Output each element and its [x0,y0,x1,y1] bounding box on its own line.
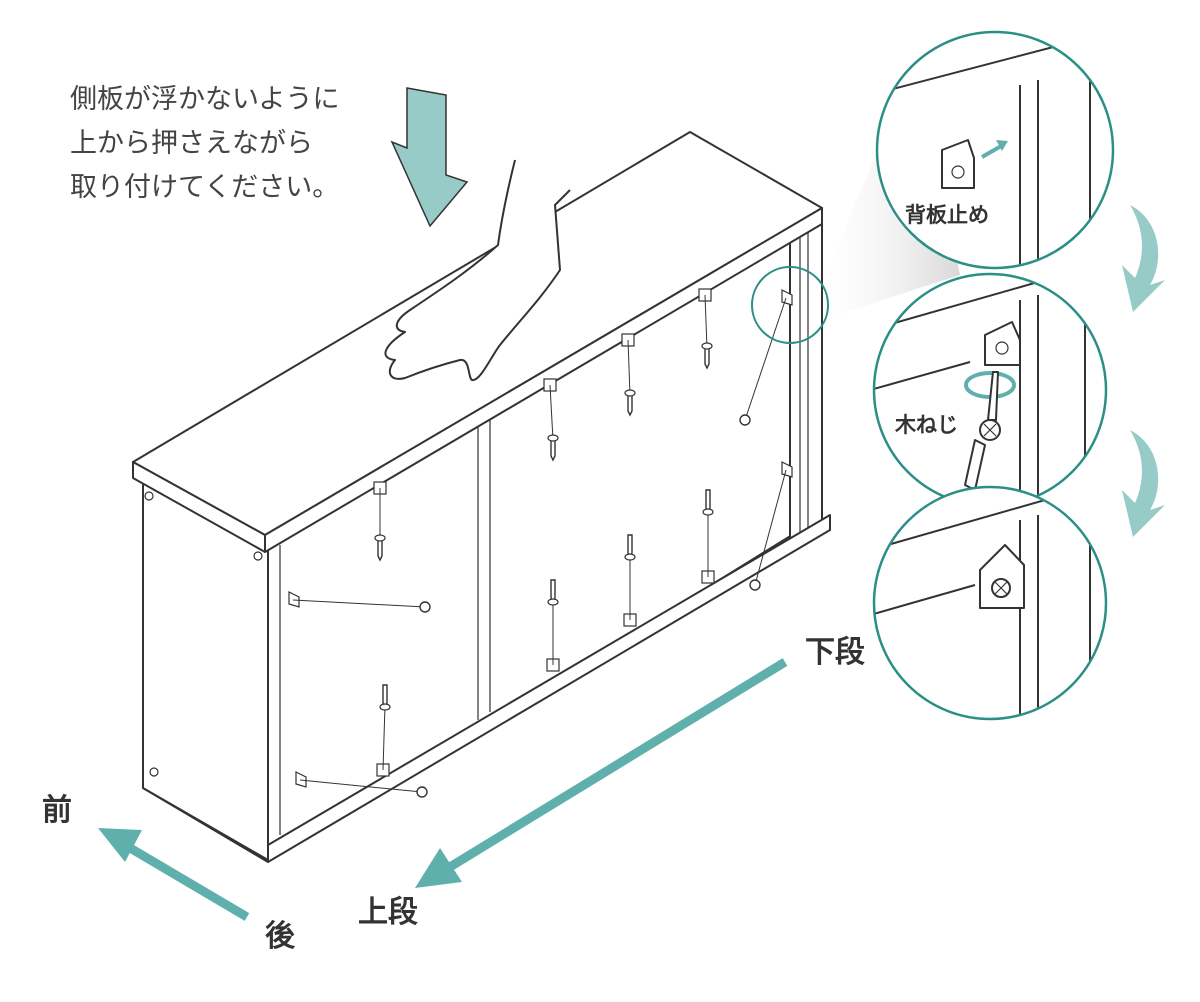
direction-arrow-back-front [98,828,250,921]
back-panel-stopper-icon [295,771,307,788]
label-front: 前 [42,793,72,828]
instruction-line-1: 側板が浮かないように [70,84,339,115]
wood-screw-icon [419,601,431,613]
label-wood-screw: 木ねじ [894,413,958,437]
step-arrow-icon-2 [1122,430,1165,537]
back-panel-stopper-icon [288,591,300,608]
wood-screw-icon [749,579,761,591]
direction-arrow-lower-upper [415,658,788,888]
instruction-line-3: 取り付けてください。 [70,172,339,203]
detail-circle-finished [872,485,1108,721]
back-panel-stopper-icon [781,461,793,478]
press-down-arrow-icon [390,87,469,228]
wood-screw-icon [739,414,751,426]
label-back-panel-stopper: 背板止め [905,203,989,227]
highlight-circle [751,266,829,344]
step-arrow-icon-1 [1122,205,1165,312]
hand-illustration [384,159,571,381]
cabinet [132,131,831,863]
detail-circle-stopper: 背板止め [875,30,1115,270]
wood-screw-icon [416,786,428,798]
instruction-line-2: 上から押さえながら [70,128,313,159]
label-back: 後 [265,919,296,954]
screws [288,288,793,798]
label-upper-shelf: 上段 [358,895,418,930]
detail-circle-screw: 木ねじ [872,272,1108,508]
instruction-text: 側板が浮かないように 上から押さえながら 取り付けてください。 [70,84,339,203]
label-lower-shelf: 下段 [805,635,865,670]
